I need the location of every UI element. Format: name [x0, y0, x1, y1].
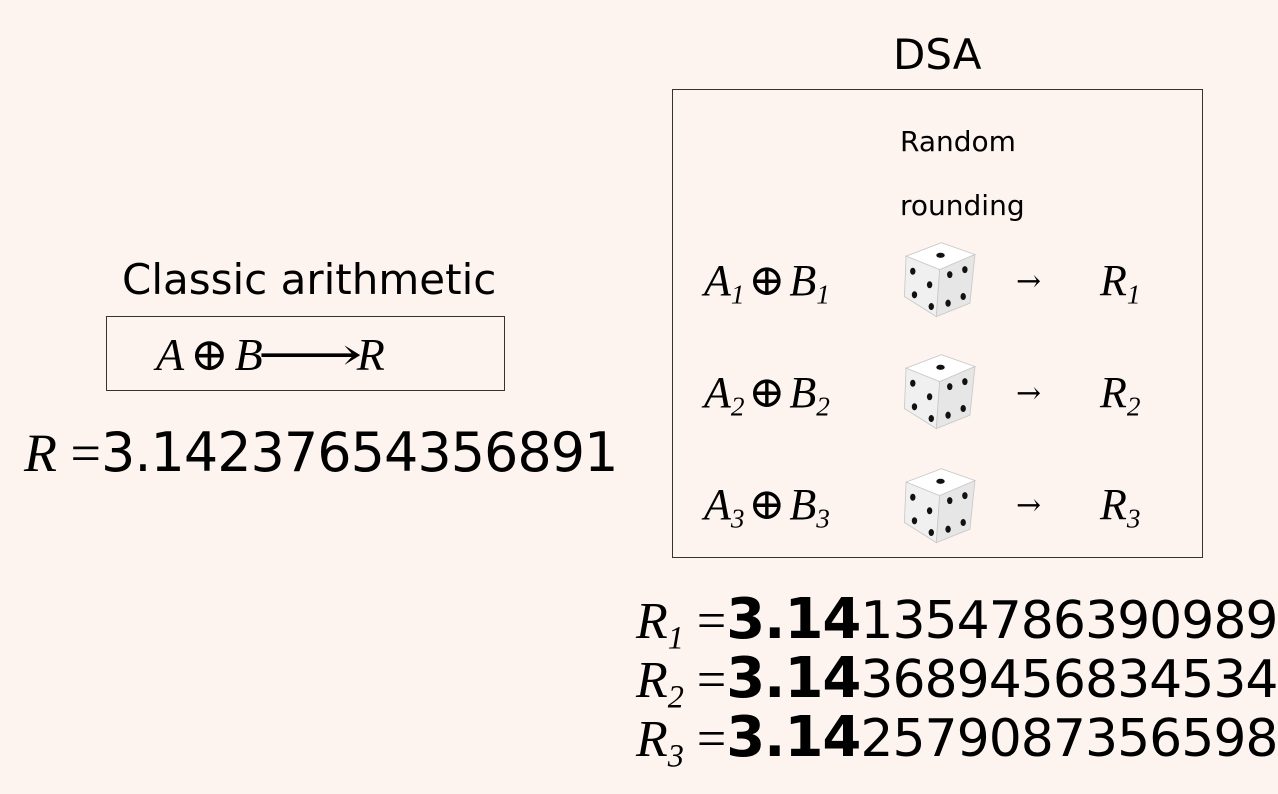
dsa-row-2-result: R2 — [1100, 368, 1141, 420]
operand-a: A — [704, 368, 731, 417]
long-arrow-icon: ⟶ — [256, 329, 363, 380]
subscript: 2 — [667, 678, 684, 715]
dsa-row-2-expression: A2⊕B2 — [704, 368, 830, 420]
dsa-box — [672, 89, 1203, 558]
subscript: 1 — [1126, 279, 1141, 310]
common-digits: 3.14 — [726, 587, 861, 652]
subscript: 1 — [816, 279, 830, 310]
oplus-symbol: ⊕ — [190, 329, 229, 380]
result-var: R — [1100, 256, 1127, 305]
arrow-icon: → — [1016, 488, 1042, 523]
result-var: R — [636, 652, 668, 709]
result-var: R — [1100, 480, 1127, 529]
result-var: R — [24, 423, 57, 483]
common-digits: 3.14 — [726, 646, 861, 711]
dsa-row-3-result: R3 — [1100, 480, 1141, 532]
operand-b: B — [789, 368, 817, 417]
random-rounding-line-2: rounding — [900, 189, 1025, 222]
subscript: 3 — [667, 737, 684, 774]
classic-expression: A⊕B⟶R — [156, 330, 385, 380]
result-value: 3.14237654356891 — [100, 421, 619, 484]
dsa-title: DSA — [893, 30, 982, 79]
equals-sign: = — [70, 423, 101, 483]
random-rounding-line-1: Random — [900, 125, 1016, 158]
dsa-row-1-result: R1 — [1100, 256, 1141, 308]
dsa-row-3-expression: A3⊕B3 — [704, 480, 830, 532]
classic-operation-box — [106, 316, 505, 391]
operand-b: B — [789, 480, 817, 529]
random-digits: 3689456834534 — [860, 650, 1278, 710]
result-var: R — [636, 593, 668, 650]
subscript: 3 — [1126, 503, 1141, 534]
result-var: R — [1100, 368, 1127, 417]
arrow-icon: → — [1016, 264, 1042, 299]
dice-icon — [903, 354, 977, 430]
dice-icon — [903, 468, 977, 544]
equals-sign: = — [696, 652, 727, 709]
random-digits: 2579087356598 — [860, 709, 1278, 769]
operand-b: B — [789, 256, 817, 305]
classic-result: R =3.14237654356891 — [24, 421, 619, 484]
oplus-symbol: ⊕ — [748, 368, 786, 417]
dsa-result-2: R2 =3.143689456834534 — [636, 650, 1278, 713]
dsa-row-1-expression: A1⊕B1 — [704, 256, 830, 308]
random-digits: 1354786390989 — [860, 591, 1278, 651]
operand-b: B — [234, 329, 263, 380]
oplus-symbol: ⊕ — [748, 256, 786, 305]
operand-a: A — [704, 256, 731, 305]
subscript: 2 — [730, 391, 745, 422]
arrow-icon: → — [1016, 376, 1042, 411]
common-digits: 3.14 — [726, 705, 861, 770]
oplus-symbol: ⊕ — [748, 480, 786, 529]
equals-sign: = — [696, 593, 727, 650]
subscript: 1 — [667, 619, 684, 656]
dsa-result-3: R3 =3.142579087356598 — [636, 709, 1278, 772]
result-symbol: R — [356, 329, 385, 380]
subscript: 3 — [816, 503, 830, 534]
dice-icon — [903, 242, 977, 318]
operand-a: A — [156, 329, 185, 380]
subscript: 1 — [730, 279, 745, 310]
dsa-result-1: R1 =3.141354786390989 — [636, 591, 1278, 654]
operand-a: A — [704, 480, 731, 529]
classic-arithmetic-title: Classic arithmetic — [122, 255, 497, 304]
random-rounding-label: Random rounding — [900, 110, 1040, 238]
subscript: 2 — [1126, 391, 1141, 422]
equals-sign: = — [696, 711, 727, 768]
subscript: 2 — [816, 391, 830, 422]
subscript: 3 — [730, 503, 745, 534]
result-var: R — [636, 711, 668, 768]
